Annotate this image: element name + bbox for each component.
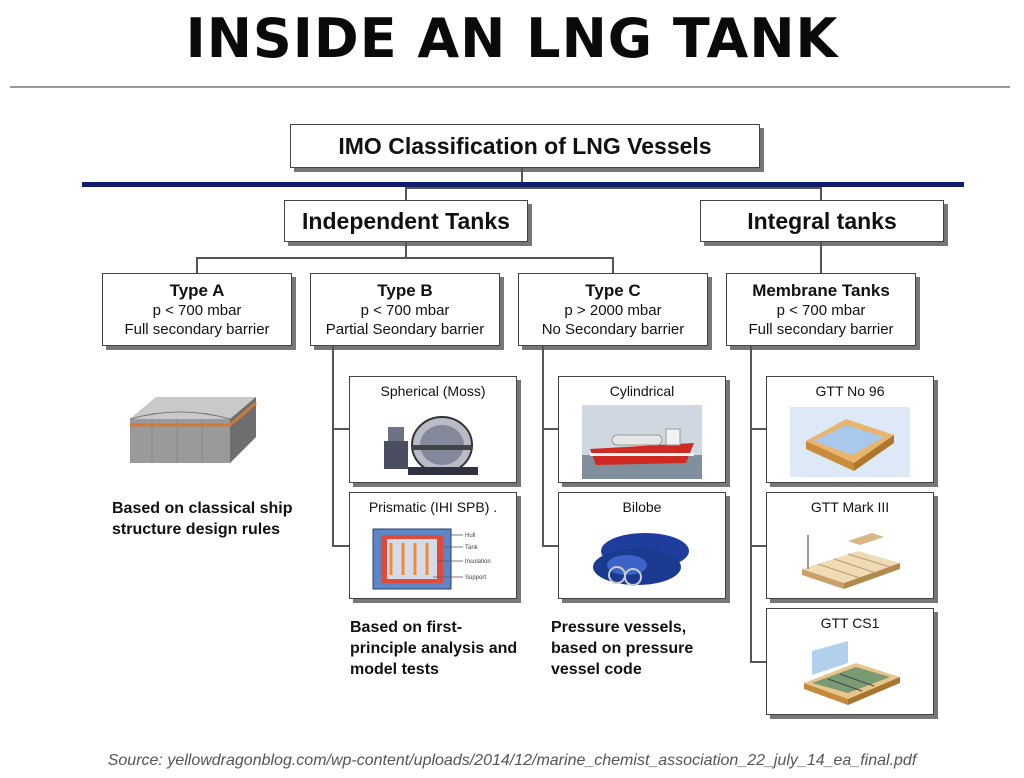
navy-bar bbox=[82, 182, 964, 187]
connector bbox=[405, 187, 407, 201]
connector bbox=[332, 346, 334, 546]
connector bbox=[521, 168, 523, 182]
subtype-label: Bilobe bbox=[622, 499, 662, 515]
connector bbox=[750, 545, 766, 547]
type-barrier: Full secondary barrier bbox=[124, 321, 270, 338]
subtype-gtt-mark-iii: GTT Mark III bbox=[766, 492, 934, 599]
gtt-cs1-icon bbox=[804, 641, 900, 705]
subtype-spherical-moss: Spherical (Moss) bbox=[349, 376, 517, 483]
type-name: Type B bbox=[377, 281, 433, 300]
connector bbox=[332, 545, 350, 547]
prismatic-legend-insulation: Insulation bbox=[465, 559, 491, 565]
connector bbox=[820, 187, 822, 201]
prismatic-tank-icon: Hull Tank Insulation Support bbox=[372, 528, 491, 590]
connector bbox=[542, 428, 558, 430]
type-a-box: Type A p < 700 mbar Full secondary barri… bbox=[102, 273, 292, 346]
bilobe-tank-icon bbox=[593, 533, 689, 586]
type-c-box: Type C p > 2000 mbar No Secondary barrie… bbox=[518, 273, 708, 346]
title-divider bbox=[10, 86, 1010, 88]
subtype-label: GTT CS1 bbox=[820, 615, 880, 631]
connector bbox=[332, 428, 350, 430]
connector bbox=[750, 661, 766, 663]
type-name: Type C bbox=[585, 281, 641, 300]
connector bbox=[750, 346, 752, 662]
type-name: Type A bbox=[169, 281, 225, 300]
connector bbox=[196, 257, 614, 259]
connector bbox=[196, 257, 198, 273]
connector bbox=[405, 187, 822, 189]
source-citation: Source: yellowdragonblog.com/wp-content/… bbox=[107, 752, 917, 769]
connector bbox=[612, 257, 614, 273]
spherical-tank-icon bbox=[384, 416, 478, 475]
type-pressure: p < 700 mbar bbox=[152, 302, 242, 319]
type-b-box: Type B p < 700 mbar Partial Seondary bar… bbox=[310, 273, 500, 346]
type-barrier: Full secondary barrier bbox=[748, 321, 894, 338]
connector bbox=[542, 346, 544, 546]
gtt-mark-iii-icon bbox=[802, 533, 900, 589]
connector bbox=[750, 428, 766, 430]
prismatic-legend-support: Support bbox=[465, 575, 486, 581]
subtype-label: Prismatic (IHI SPB) . bbox=[368, 499, 498, 515]
prismatic-legend-hull: Hull bbox=[465, 533, 475, 539]
type-c-note: Pressure vessels, based on pressure vess… bbox=[551, 619, 694, 678]
prismatic-legend-tank: Tank bbox=[465, 545, 479, 551]
subtype-prismatic-ihi-spb: Prismatic (IHI SPB) . Hull Tank Insulati… bbox=[349, 492, 517, 599]
integral-tanks-box: Integral tanks bbox=[700, 200, 944, 242]
type-pressure: p < 700 mbar bbox=[360, 302, 450, 319]
root-box: IMO Classification of LNG Vessels bbox=[290, 124, 760, 168]
subtype-label: Spherical (Moss) bbox=[380, 383, 486, 399]
connector bbox=[405, 242, 407, 258]
subtype-bilobe: Bilobe bbox=[558, 492, 726, 599]
independent-tanks-box: Independent Tanks bbox=[284, 200, 528, 242]
membrane-tanks-box: Membrane Tanks p < 700 mbar Full seconda… bbox=[726, 273, 916, 346]
cylindrical-ship-icon bbox=[582, 405, 702, 479]
connector bbox=[820, 242, 822, 273]
type-barrier: Partial Seondary barrier bbox=[325, 321, 485, 338]
subtype-label: GTT No 96 bbox=[815, 383, 885, 399]
subtype-gtt-cs1: GTT CS1 bbox=[766, 608, 934, 715]
type-barrier: No Secondary barrier bbox=[541, 321, 685, 338]
gtt-no-96-icon bbox=[790, 407, 910, 477]
subtype-label: Cylindrical bbox=[609, 383, 675, 399]
type-pressure: p < 700 mbar bbox=[776, 302, 866, 319]
type-a-tank-illustration bbox=[129, 397, 257, 463]
connector bbox=[542, 545, 558, 547]
subtype-label: GTT Mark III bbox=[810, 499, 890, 515]
page-title: INSIDE AN LNG TANK bbox=[185, 7, 839, 70]
type-b-note: Based on first-principle analysis and mo… bbox=[350, 619, 518, 678]
type-pressure: p > 2000 mbar bbox=[564, 302, 662, 319]
type-name: Membrane Tanks bbox=[752, 281, 890, 300]
subtype-gtt-no-96: GTT No 96 bbox=[766, 376, 934, 483]
subtype-cylindrical: Cylindrical bbox=[558, 376, 726, 483]
type-a-note: Based on classical ship structure design… bbox=[112, 500, 293, 538]
